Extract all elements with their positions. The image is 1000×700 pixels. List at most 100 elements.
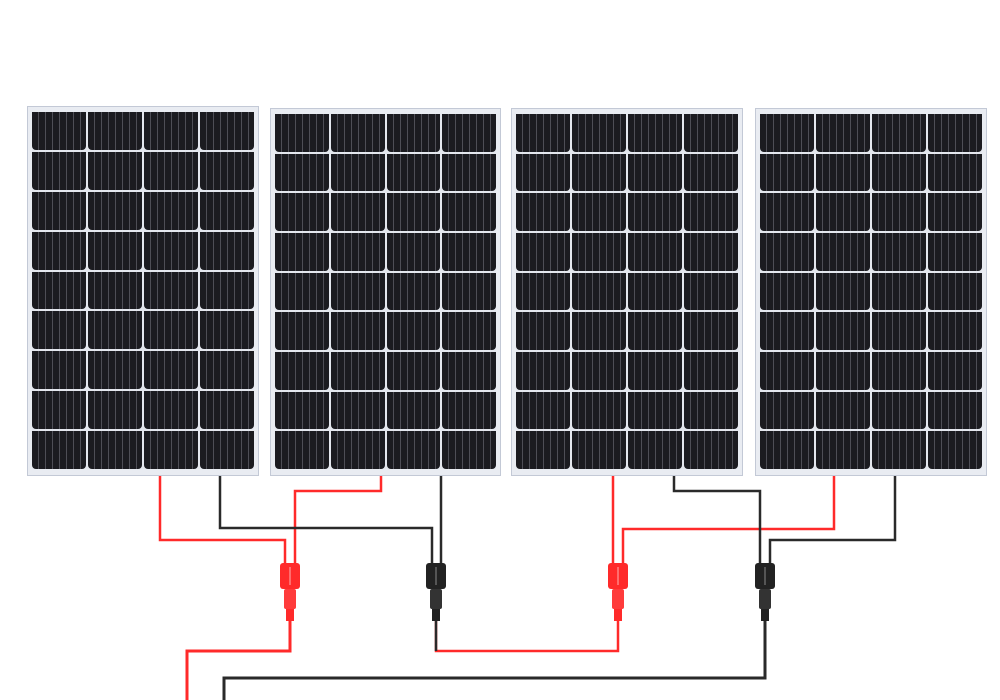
solar-cell (628, 272, 682, 311)
solar-cell (88, 311, 142, 350)
solar-cell (572, 352, 626, 390)
solar-cell (572, 312, 626, 350)
solar-cell (200, 351, 254, 390)
solar-cell (330, 193, 385, 231)
branch-connector-positive-1 (280, 563, 300, 621)
solar-cell (88, 351, 142, 390)
solar-cell (144, 151, 198, 190)
solar-cell (684, 153, 738, 192)
solar-cell (872, 352, 926, 390)
solar-cell (386, 272, 441, 311)
solar-cell (32, 231, 86, 270)
solar-cell (572, 153, 626, 192)
solar-cell (572, 193, 626, 231)
solar-cell (572, 233, 626, 271)
solar-cell (32, 311, 86, 350)
solar-cell (442, 114, 496, 152)
solar-cell (275, 391, 329, 430)
solar-cell (872, 153, 926, 192)
solar-panel-2 (270, 108, 501, 476)
solar-cell (88, 231, 142, 270)
solar-cell (516, 272, 570, 311)
solar-cell (872, 272, 926, 311)
panel-4-positive-wire (621, 476, 836, 565)
solar-cell (516, 193, 570, 231)
solar-cell (760, 391, 814, 430)
solar-cell (144, 311, 198, 350)
solar-cell (928, 431, 982, 469)
solar-cell (516, 233, 570, 271)
solar-cell (928, 153, 982, 192)
solar-cell (88, 112, 142, 150)
solar-cell (330, 391, 385, 430)
solar-cell (386, 193, 441, 231)
solar-cell (442, 193, 496, 231)
solar-cell (200, 311, 254, 350)
solar-cell (628, 312, 682, 350)
solar-cell (200, 231, 254, 270)
solar-cell (760, 193, 814, 231)
solar-cell (442, 272, 496, 311)
solar-cell (928, 114, 982, 152)
solar-cell (628, 153, 682, 192)
solar-cell (760, 312, 814, 350)
solar-cell (516, 431, 570, 469)
solar-cell (144, 431, 198, 469)
solar-cell (200, 431, 254, 469)
cell-grid (275, 114, 496, 469)
solar-cell (628, 391, 682, 430)
solar-cell (628, 233, 682, 271)
solar-cell (330, 153, 385, 192)
solar-cell (386, 352, 441, 390)
solar-cell (928, 391, 982, 430)
solar-cell (684, 431, 738, 469)
solar-cell (32, 112, 86, 150)
series-link-wire (434, 620, 620, 653)
solar-cell (275, 153, 329, 192)
solar-cell (928, 193, 982, 231)
solar-cell (88, 271, 142, 310)
solar-cell (872, 391, 926, 430)
solar-cell (88, 151, 142, 190)
solar-panel-3 (511, 108, 743, 476)
solar-cell (872, 233, 926, 271)
solar-cell (516, 114, 570, 152)
panel-1-positive-wire (158, 476, 287, 565)
solar-cell (684, 114, 738, 152)
solar-cell (816, 391, 870, 430)
solar-cell (872, 114, 926, 152)
solar-cell (275, 431, 329, 469)
solar-cell (872, 431, 926, 469)
solar-cell (684, 193, 738, 231)
solar-cell (516, 312, 570, 350)
solar-cell (628, 114, 682, 152)
branch-connector-negative-1 (426, 563, 446, 621)
solar-cell (88, 191, 142, 230)
solar-cell (816, 312, 870, 350)
solar-cell (144, 231, 198, 270)
solar-cell (275, 352, 329, 390)
panel-4-negative-wire (768, 476, 897, 565)
solar-cell (572, 272, 626, 311)
solar-cell (200, 191, 254, 230)
solar-cell (275, 233, 329, 271)
solar-cell (88, 431, 142, 469)
panel-3-negative-wire (672, 476, 762, 565)
solar-cell (144, 271, 198, 310)
solar-cell (816, 233, 870, 271)
solar-cell (928, 312, 982, 350)
solar-cell (330, 312, 385, 350)
solar-cell (516, 391, 570, 430)
solar-cell (32, 271, 86, 310)
solar-cell (684, 391, 738, 430)
solar-cell (330, 352, 385, 390)
solar-cell (386, 431, 441, 469)
solar-cell (816, 193, 870, 231)
solar-cell (572, 431, 626, 469)
solar-cell (760, 153, 814, 192)
solar-cell (872, 312, 926, 350)
solar-cell (684, 312, 738, 350)
solar-cell (872, 193, 926, 231)
solar-cell (572, 391, 626, 430)
